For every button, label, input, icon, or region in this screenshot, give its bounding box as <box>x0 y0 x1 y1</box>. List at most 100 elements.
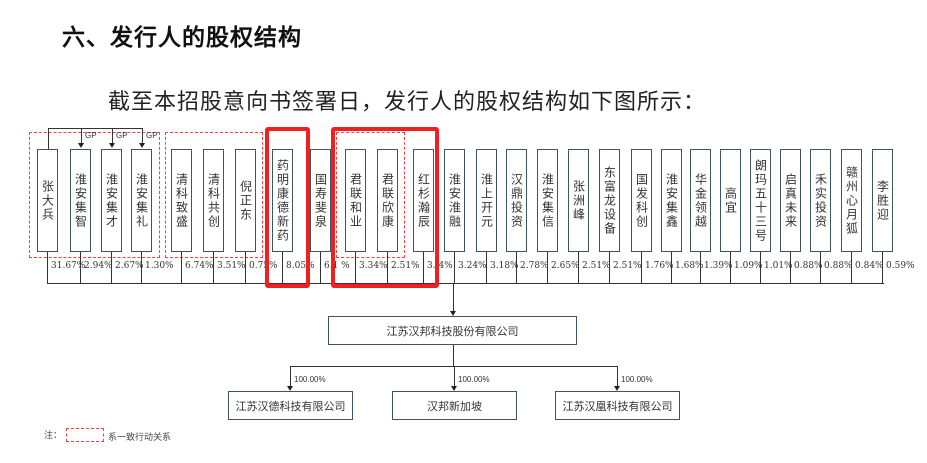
subsidiary-box: 江苏汉德科技有限公司 <box>228 391 353 420</box>
shareholding-percent: 3.24% <box>458 261 487 271</box>
concerted-action-group-3 <box>336 132 405 258</box>
gp-control-line <box>48 128 143 129</box>
shareholder-name: 朗玛五十三号 <box>753 158 768 243</box>
gp-control-line <box>48 128 49 149</box>
shareholding-percent: 0.88% <box>824 261 853 271</box>
section-heading: 六、发行人的股权结构 <box>62 25 302 51</box>
shareholder-box: 华金领越 <box>690 149 711 252</box>
gp-arrow-line <box>142 128 143 144</box>
shareholding-percent: 2.51% <box>391 261 420 271</box>
shareholder-box: 清科致盛 <box>171 149 192 252</box>
subsidiary-connector <box>453 345 454 366</box>
highlight-box-legend-sequoia <box>331 127 439 288</box>
subsidiary-connector <box>617 366 618 386</box>
shareholder-connector <box>282 252 283 283</box>
shareholder-connector <box>181 252 182 283</box>
subsidiary-connector <box>454 366 455 386</box>
shareholder-connector <box>111 252 112 283</box>
shareholder-box: 张大兵 <box>37 149 58 252</box>
shareholder-box: 红杉瀚辰 <box>413 149 434 252</box>
shareholder-connector <box>454 252 455 283</box>
shareholder-connector <box>423 252 424 283</box>
concerted-action-group-2 <box>165 132 263 258</box>
subsidiary-percent: 100.00% <box>621 375 653 384</box>
shareholder-connector <box>80 252 81 283</box>
arrow-down-icon <box>109 143 115 148</box>
shareholder-connector <box>820 252 821 283</box>
shareholder-box: 启真未来 <box>780 149 801 252</box>
shareholding-percent: 3.51% <box>217 261 246 271</box>
shareholding-percent: 2.51% <box>582 261 611 271</box>
shareholder-name: 红杉瀚辰 <box>416 172 431 229</box>
shareholder-connector <box>486 252 487 283</box>
gp-label: GP <box>85 131 97 140</box>
arrow-down-icon <box>450 311 456 316</box>
shareholder-name: 淮安集智 <box>73 172 88 229</box>
gp-arrow-line <box>81 128 82 144</box>
shareholder-name: 汉鼎投资 <box>509 172 524 229</box>
shareholder-box: 赣州心月狐 <box>841 149 862 252</box>
issuer-connector <box>453 283 454 312</box>
shareholding-percent: 1.68% <box>675 261 704 271</box>
shareholding-percent: 6.1 % <box>324 261 350 271</box>
shareholder-connector <box>547 252 548 283</box>
gp-label: GP <box>116 131 128 140</box>
shareholder-name: 启真未来 <box>783 172 798 229</box>
shareholder-box: 淮安淮融 <box>444 149 465 252</box>
shareholder-name: 国寿斐泉 <box>313 172 328 229</box>
shareholder-box: 清科共创 <box>203 149 224 252</box>
shareholder-name: 君联欣康 <box>380 172 395 229</box>
shareholder-connector <box>47 252 48 283</box>
shareholder-name: 清科共创 <box>206 172 221 229</box>
note-prefix: 注： <box>44 431 63 441</box>
shareholder-name: 淮安集礼 <box>134 172 149 229</box>
subsidiary-name: 汉邦新加坡 <box>427 399 482 413</box>
shareholder-connector <box>700 252 701 283</box>
subsidiary-percent: 100.00% <box>294 375 326 384</box>
shareholding-percent: 1.09% <box>734 261 763 271</box>
shareholder-box: 淮上开元 <box>476 149 497 252</box>
shareholder-name: 淮安集信 <box>540 172 555 229</box>
shareholder-box: 国寿斐泉 <box>310 149 331 252</box>
shareholder-name: 淮安集鑫 <box>664 172 679 229</box>
shareholding-percent: 1.39% <box>704 261 733 271</box>
shareholding-percent: 0.88% <box>794 261 823 271</box>
shareholder-connector <box>641 252 642 283</box>
shareholder-name: 淮安淮融 <box>447 172 462 229</box>
shareholder-box: 禾实投资 <box>810 149 831 252</box>
shareholding-percent: 8.05% <box>286 261 315 271</box>
subsidiary-connector <box>290 366 291 386</box>
shareholder-name: 华金领越 <box>693 172 708 229</box>
shareholder-box: 高宜 <box>720 149 741 252</box>
arrow-down-icon <box>78 143 84 148</box>
shareholder-connector <box>730 252 731 283</box>
shareholder-connector <box>516 252 517 283</box>
shareholding-percent: 0.59% <box>886 261 915 271</box>
highlight-box-wuxi-apptec <box>265 127 310 288</box>
shareholder-connector <box>320 252 321 283</box>
arrow-down-icon <box>287 386 293 391</box>
shareholding-percent: 3.34% <box>359 261 388 271</box>
subsidiary-percent: 100.00% <box>458 375 490 384</box>
shareholder-box: 朗玛五十三号 <box>750 149 771 252</box>
shareholding-percent: 2.51% <box>613 261 642 271</box>
shareholder-box: 淮安集才 <box>101 149 122 252</box>
subsidiary-box: 汉邦新加坡 <box>392 391 517 420</box>
shareholding-percent: 2.65% <box>551 261 580 271</box>
shareholder-box: 汉鼎投资 <box>506 149 527 252</box>
shareholder-name: 君联和业 <box>348 172 363 229</box>
shareholder-name: 淮上开元 <box>479 172 494 229</box>
note-text: 系一致行动关系 <box>108 433 172 443</box>
shareholder-box: 淮安集鑫 <box>661 149 682 252</box>
gp-label: GP <box>146 131 158 140</box>
shareholder-box: 淮安集智 <box>70 149 91 252</box>
shareholder-box: 君联欣康 <box>377 149 398 252</box>
shareholder-name: 高宜 <box>723 186 738 215</box>
shareholding-percent: 0.84% <box>855 261 884 271</box>
shareholder-name: 药明康德新药 <box>275 158 290 243</box>
intro-text: 截至本招股意向书签署日，发行人的股权结构如下图所示： <box>108 90 707 115</box>
shareholder-box: 张洲峰 <box>568 149 589 252</box>
shareholding-percent: 3.18% <box>490 261 519 271</box>
shareholding-percent: 2.94% <box>84 261 113 271</box>
issuer-company-box: 江苏汉邦科技股份有限公司 <box>328 316 577 345</box>
